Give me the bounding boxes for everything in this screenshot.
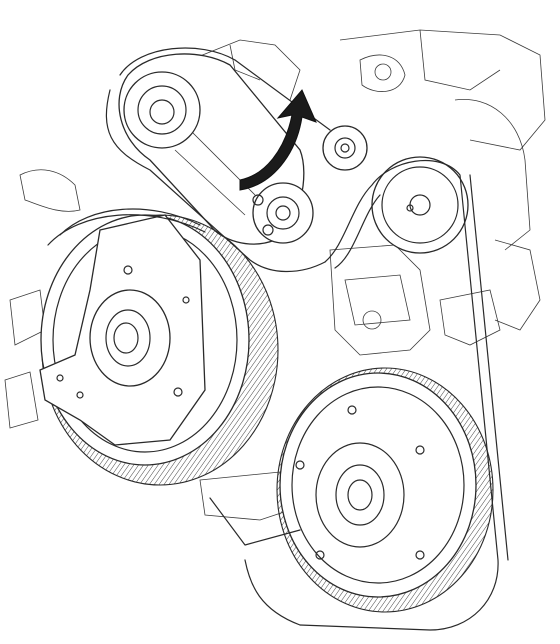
crankshaft-pulley xyxy=(39,214,279,486)
serpentine-belt xyxy=(47,47,509,631)
belt-release-arrow-icon xyxy=(239,89,317,191)
belt-tensioner xyxy=(118,53,314,245)
idler-pulley-right xyxy=(371,156,469,254)
idler-pulley-upper xyxy=(322,125,368,171)
power-steering-pulley xyxy=(276,367,494,613)
engine-block-outline xyxy=(4,29,546,521)
